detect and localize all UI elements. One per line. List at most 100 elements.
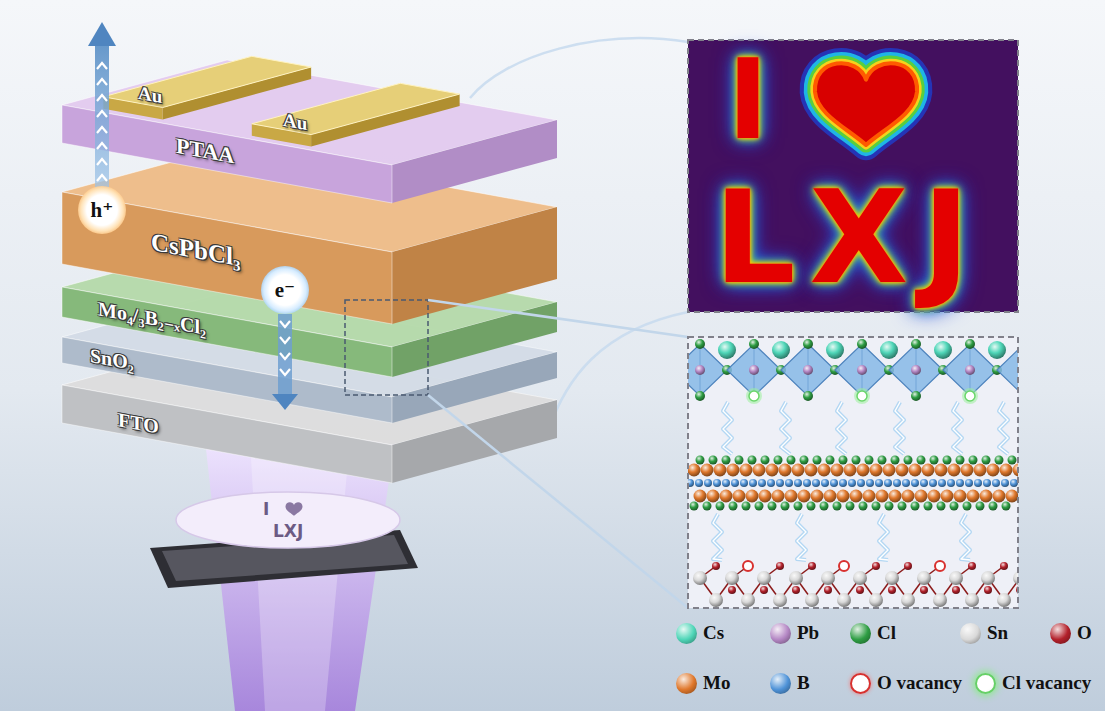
atom-sphere [839,479,847,487]
atom-sphere [889,490,902,503]
legend-swatch [960,623,981,644]
atom-sphere [766,464,779,477]
atom-sphere [776,479,784,487]
atom-sphere [884,479,892,487]
charge-bolt [999,402,1008,454]
legend-swatch [1050,623,1071,644]
atom-sphere [811,490,824,503]
atom-sphere [703,502,712,511]
atom-sphere [902,479,910,487]
legend-text: Pb [797,622,819,644]
electrode-label-box: Au [134,84,166,106]
node-text: CsPbCl₃ [151,227,240,272]
illustration-part [95,44,109,190]
carrier-circle: h⁺ [78,186,126,234]
atom-sphere [965,339,975,349]
legend-swatch [850,623,871,644]
atom-sphere [938,479,946,487]
charge-bolt [781,402,790,454]
atom-sphere [789,571,803,585]
node-text: h⁺ [91,197,114,223]
atom-sphere [863,490,876,503]
atom-sphere [965,479,973,487]
atom-sphere [833,502,842,511]
atom-sphere [803,339,813,349]
illustration-part [285,502,302,516]
atom-sphere [695,339,705,349]
atom-sphere [826,456,835,465]
atom-sphere [993,490,1006,503]
node-text: FTO [118,406,159,439]
vacancy-swatch [975,673,996,694]
atom-sphere [848,479,856,487]
atom-sphere [755,502,764,511]
chlorine-vacancy [965,391,975,401]
atom-sphere [735,456,744,465]
legend-swatch [770,623,791,644]
vacancy-glow [962,388,978,404]
vacancy-swatch [850,673,871,694]
atom-sphere [1000,562,1008,570]
atom-sphere [888,586,896,594]
legend-swatch [676,623,697,644]
atom-sphere [720,490,733,503]
legend-text: B [797,672,810,694]
atom-sphere [909,464,922,477]
atom-sphere [748,456,757,465]
atom-sphere [878,456,887,465]
illustration-part [97,143,107,149]
atom-sphere [853,571,867,585]
atom-sphere [826,341,844,359]
atom-sphere [956,479,964,487]
oxygen-vacancy [839,561,849,571]
atom-sphere [709,593,723,607]
atom-sphere [1010,479,1018,487]
atom-sphere [952,586,960,594]
atom-sphere [872,502,881,511]
oxygen-vacancy [935,561,945,571]
atom-sphere [781,502,790,511]
atom-sphere [740,464,753,477]
atom-sphere [917,456,926,465]
gold-electrode [103,56,311,119]
atom-sphere [742,502,751,511]
atom-sphere [709,456,718,465]
legend-item: Mo [676,672,730,694]
atom-sphere [824,586,832,594]
illustration-part [688,40,1018,312]
atom-sphere [870,464,883,477]
charge-bolt [953,402,962,454]
atom-sphere [989,502,998,511]
atom-sphere [883,464,896,477]
illustration-part [97,63,107,69]
atom-sphere [688,464,701,477]
atom-sphere [924,502,933,511]
atom-sphere [981,571,995,585]
atom-sphere [941,490,954,503]
atom-sphere [716,502,725,511]
atom-sphere [915,490,928,503]
atom-sphere [961,464,974,477]
atom-sphere [757,571,771,585]
projected-pattern [176,492,400,548]
atom-sphere [694,490,707,503]
node-text: e⁻ [275,277,295,303]
atom-sphere [761,456,770,465]
atom-sphere [956,456,965,465]
atom-sphere [1008,456,1017,465]
mask-letters: I [263,500,269,519]
charge-bolt [837,402,846,454]
atom-sphere [987,464,1000,477]
layer-box: PTAA [172,138,238,163]
atom-sphere [876,490,889,503]
atom-sphere [779,464,792,477]
atom-sphere [767,479,775,487]
atom-sphere [725,571,739,585]
atom-sphere [967,490,980,503]
chlorine-vacancy [749,391,759,401]
atom-sphere [785,479,793,487]
atom-sphere [992,479,1000,487]
legend-text: O [1077,622,1092,644]
arrow-chevron [280,353,290,359]
